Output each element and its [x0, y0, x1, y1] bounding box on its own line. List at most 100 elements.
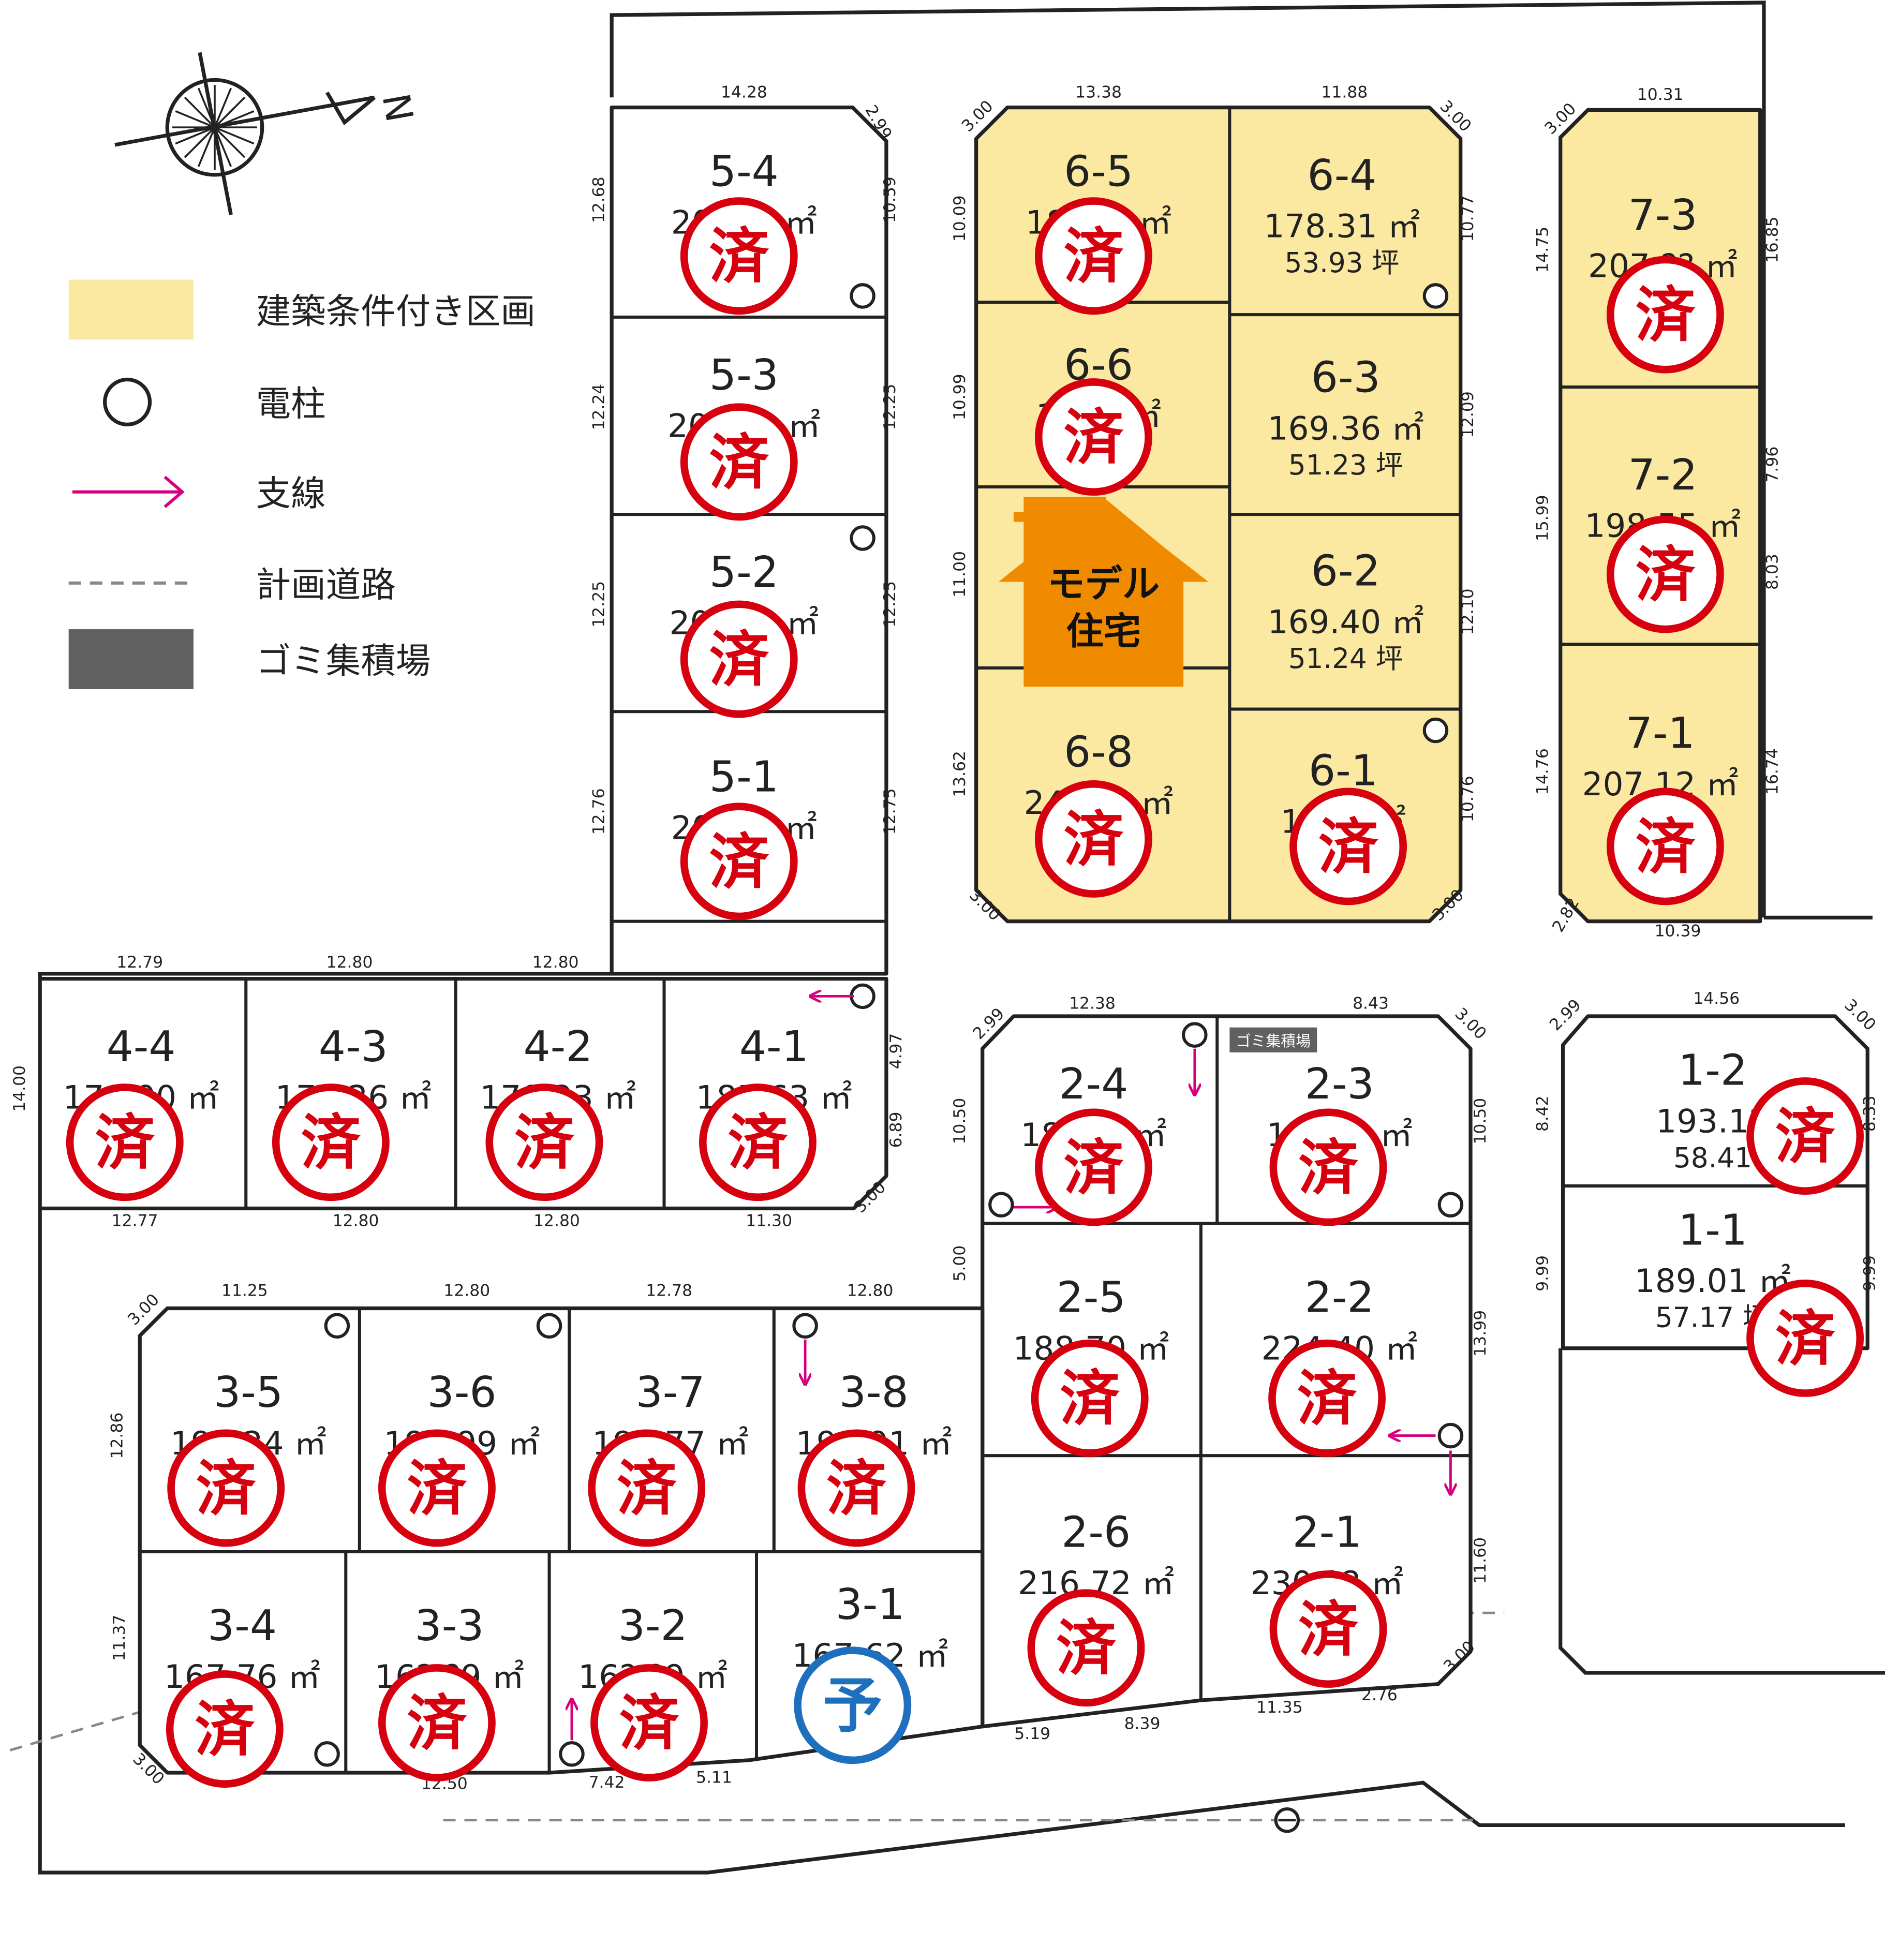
- status-mark-text: 済: [709, 828, 769, 897]
- dimension-label: 4.97: [887, 1033, 906, 1070]
- utility-pole-icon: [1422, 717, 1449, 744]
- model-house-label: モデル: [1047, 562, 1160, 606]
- dimension-label: 10.31: [1637, 85, 1684, 104]
- dimension-label: 12.76: [590, 788, 608, 835]
- compass-ray: [175, 110, 215, 128]
- lot-number: 1-1: [1678, 1206, 1747, 1255]
- dimension-label: 12.25: [881, 384, 899, 430]
- compass-ray: [214, 127, 232, 167]
- status-mark-text: 済: [196, 1454, 256, 1524]
- sold-stamp-icon: [378, 1664, 496, 1781]
- dimension-label: 14.28: [721, 83, 767, 101]
- sold-mark-4-3: 済: [272, 1083, 390, 1201]
- sold-stamp-icon: [1746, 1280, 1864, 1397]
- sold-stamp-icon: [1606, 515, 1724, 633]
- dimension-label: 15.99: [1534, 495, 1552, 541]
- dimension-label: 16.74: [1763, 748, 1782, 795]
- status-mark-text: 済: [1635, 541, 1695, 610]
- block-5-outline: [610, 105, 888, 976]
- lot-area: 169.40 ㎡: [1268, 603, 1424, 641]
- sold-mark-7-2: 済: [1606, 515, 1724, 633]
- utility-pole-icon: [1437, 1192, 1464, 1217]
- dimension-label: 8.42: [1534, 1095, 1552, 1132]
- lot-number: 3-6: [427, 1368, 497, 1417]
- lot-number: 6-2: [1311, 547, 1381, 596]
- status-mark-text: 済: [1298, 1596, 1358, 1665]
- utility-pole-icon: [1182, 1022, 1208, 1048]
- dimension-label: 12.25: [881, 581, 899, 628]
- status-mark-text: 済: [407, 1454, 467, 1524]
- status-marks-layer: 済済済済済済済済済済済済済済済済済済済済済済済済済済済済済済予: [66, 197, 1864, 1788]
- utility-poles-layer: ゴミ集積場: [314, 283, 1464, 1833]
- lot-number: 3-1: [836, 1580, 905, 1629]
- dimension-label: 12.75: [881, 788, 899, 835]
- block-4-outline: [38, 976, 888, 1211]
- sold-stamp-icon: [166, 1670, 284, 1788]
- lot-number: 2-1: [1293, 1508, 1362, 1557]
- sold-mark-7-1: 済: [1606, 788, 1724, 905]
- sold-mark-6-8: 済: [1035, 780, 1152, 898]
- sold-stamp-icon: [1269, 1570, 1387, 1688]
- dimension-label: 8.39: [1124, 1715, 1161, 1733]
- dimension-label: 12.80: [532, 953, 579, 972]
- dimension-label: 10.76: [1459, 776, 1477, 822]
- lot-number: 5-3: [709, 351, 779, 400]
- utility-pole-icon: [988, 1192, 1014, 1217]
- sold-stamp-icon: [167, 1429, 285, 1547]
- dimension-label: 12.38: [1069, 994, 1116, 1013]
- site-boundary-north: [610, 1, 1766, 918]
- reserved-mark-3-1: 予: [794, 1646, 912, 1764]
- status-mark-text: 済: [1635, 281, 1695, 350]
- lot-number: 2-4: [1059, 1060, 1128, 1109]
- status-mark-text: 済: [1064, 222, 1124, 292]
- legend-label: 計画道路: [256, 564, 396, 605]
- utility-pole-icon: [850, 283, 875, 309]
- lot-number: 3-2: [618, 1601, 688, 1651]
- dimension-label: 8.33: [1861, 1095, 1879, 1132]
- dimension-label: 12.25: [590, 581, 608, 628]
- lot-number: 3-8: [839, 1368, 909, 1417]
- lot-area: 178.31 ㎡: [1264, 207, 1420, 245]
- dimension-label: 11.37: [110, 1615, 129, 1661]
- lot-number: 6-8: [1064, 727, 1133, 777]
- sold-mark-3-8: 済: [797, 1429, 915, 1547]
- sold-stamp-icon: [485, 1083, 603, 1201]
- lot-number: 3-5: [214, 1368, 283, 1417]
- sold-stamp-icon: [1268, 1339, 1386, 1457]
- status-mark-text: 済: [1064, 1134, 1124, 1203]
- sold-mark-4-1: 済: [699, 1083, 817, 1201]
- utility-pole-icon: [1422, 283, 1449, 309]
- dimension-label: 12.77: [112, 1211, 158, 1230]
- dimension-label: 13.38: [1075, 83, 1122, 101]
- sold-mark-3-2: 済: [590, 1664, 708, 1781]
- sold-stamp-icon: [680, 403, 798, 521]
- sold-stamp-icon: [588, 1429, 706, 1547]
- utility-pole-icon: [850, 525, 875, 551]
- lot-tsubo: 51.23 坪: [1288, 449, 1403, 481]
- utility-pole-icon: [536, 1313, 562, 1339]
- sold-mark-6-5: 済: [1035, 197, 1152, 315]
- sold-stamp-icon: [680, 600, 798, 718]
- dimension-label: 12.80: [333, 1211, 379, 1230]
- sold-mark-5-4: 済: [680, 197, 798, 315]
- sold-mark-5-3: 済: [680, 403, 798, 521]
- status-mark-text: 済: [619, 1689, 679, 1759]
- lot-number: 2-3: [1305, 1060, 1374, 1109]
- sold-stamp-icon: [680, 803, 798, 920]
- lot-number: 1-2: [1678, 1046, 1747, 1095]
- sold-stamp-icon: [590, 1664, 708, 1781]
- lot-number: 5-2: [709, 548, 779, 597]
- model-house-label: 住宅: [1066, 610, 1141, 654]
- sold-stamp-icon: [1289, 788, 1407, 905]
- compass-ray: [214, 87, 232, 128]
- dimension-label: 12.78: [646, 1281, 692, 1300]
- status-mark-text: 済: [1056, 1614, 1116, 1684]
- dimension-label: 8.43: [1353, 994, 1389, 1013]
- lot-number: 2-6: [1061, 1508, 1131, 1557]
- lot-number: 4-2: [523, 1022, 592, 1072]
- dimension-label: 13.62: [951, 751, 969, 797]
